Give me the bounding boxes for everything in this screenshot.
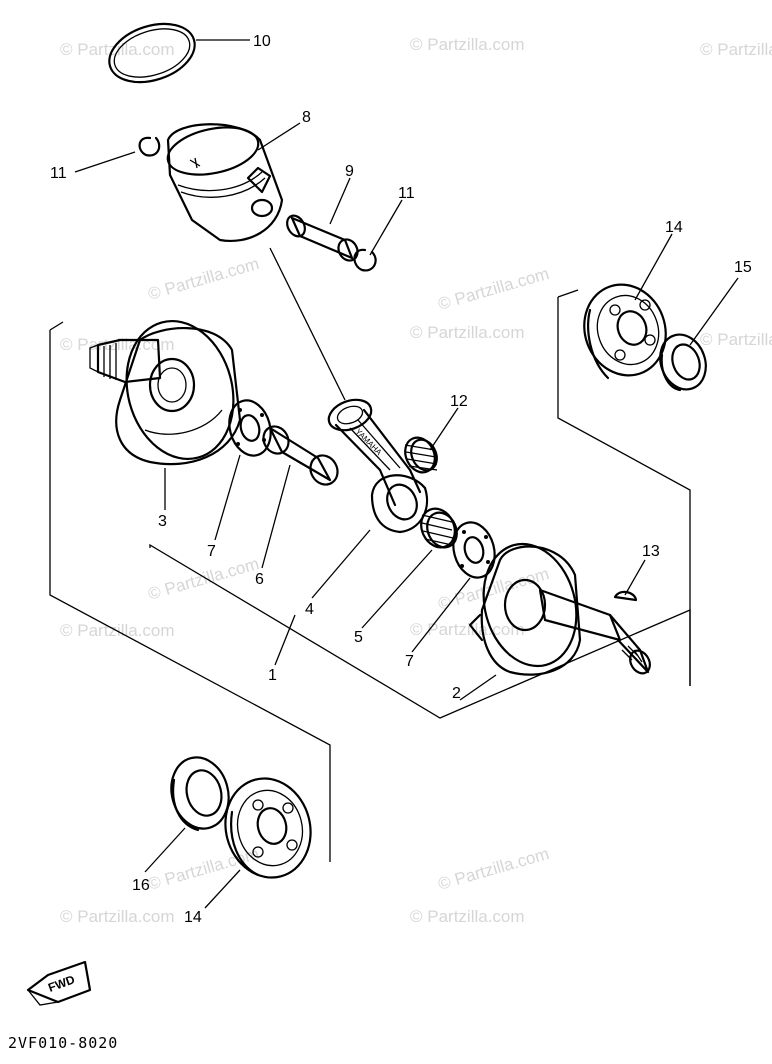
- callout-6: 6: [255, 571, 264, 588]
- watermark-text: © Partzilla.com: [436, 264, 551, 314]
- callout-14: 14: [184, 909, 202, 926]
- piston-pin-part: [286, 214, 359, 262]
- watermark-text: © Partzilla.com: [700, 330, 772, 349]
- watermark-text: © Partzilla.com: [410, 907, 525, 926]
- bearing-part: [224, 777, 312, 879]
- callout-11: 11: [50, 165, 67, 182]
- bearing-part: [583, 283, 667, 380]
- thrust-washer-part: [452, 521, 496, 579]
- callout-13: 13: [642, 543, 660, 560]
- callout-4: 4: [305, 601, 314, 618]
- callout-8: 8: [302, 109, 311, 126]
- piston-ring-part: [108, 22, 196, 84]
- callout-7: 7: [207, 543, 216, 560]
- watermark-text: © Partzilla.com: [410, 323, 525, 342]
- leader-lines: [49, 39, 739, 909]
- crank-half-right-part: [468, 542, 651, 676]
- watermark-text: © Partzilla.com: [436, 564, 551, 614]
- callout-10: 10: [253, 33, 271, 50]
- needle-bearing-big-part: [420, 507, 458, 549]
- callout-15: 15: [734, 259, 752, 276]
- fwd-label: FWD: [46, 972, 77, 995]
- thrust-washer-part: [228, 399, 272, 457]
- callout-9: 9: [345, 163, 354, 180]
- diagram-code: 2VF010-8020: [8, 1034, 118, 1052]
- callout-14: 14: [665, 219, 683, 236]
- woodruff-key-part: [613, 590, 638, 602]
- crank-pin-part: [262, 425, 339, 486]
- forward-arrow-icon: FWD: [26, 960, 92, 1006]
- callouts: 10 8 11 9 11 14 15 12 3 7 6 4 13 5 7 1 2…: [50, 33, 752, 926]
- callout-7: 7: [405, 653, 414, 670]
- watermark-text: © Partzilla.com: [60, 907, 175, 926]
- watermark-text: © Partzilla.com: [60, 40, 175, 59]
- watermark-text: © Partzilla.com: [146, 254, 261, 304]
- needle-bearing-small-part: [404, 436, 438, 474]
- watermark-text: © Partzilla.com: [700, 40, 772, 59]
- oil-seal-part: [170, 756, 230, 832]
- oil-seal-part: [659, 333, 707, 392]
- watermark-text: © Partzilla.com: [436, 844, 551, 894]
- watermark-text: © Partzilla.com: [410, 35, 525, 54]
- callout-5: 5: [354, 629, 363, 646]
- watermark-text: © Partzilla.com: [146, 554, 261, 604]
- crank-half-left-part: [89, 319, 242, 466]
- callout-11: 11: [398, 185, 415, 202]
- callout-16: 16: [132, 877, 150, 894]
- connecting-rod-part: YAMAHA: [327, 398, 429, 534]
- callout-1: 1: [268, 667, 277, 684]
- circlip-part: [138, 136, 161, 157]
- watermark-text: © Partzilla.com: [410, 620, 525, 639]
- callout-12: 12: [450, 393, 468, 410]
- callout-2: 2: [452, 685, 461, 702]
- callout-3: 3: [158, 513, 167, 530]
- piston-part: [166, 123, 284, 243]
